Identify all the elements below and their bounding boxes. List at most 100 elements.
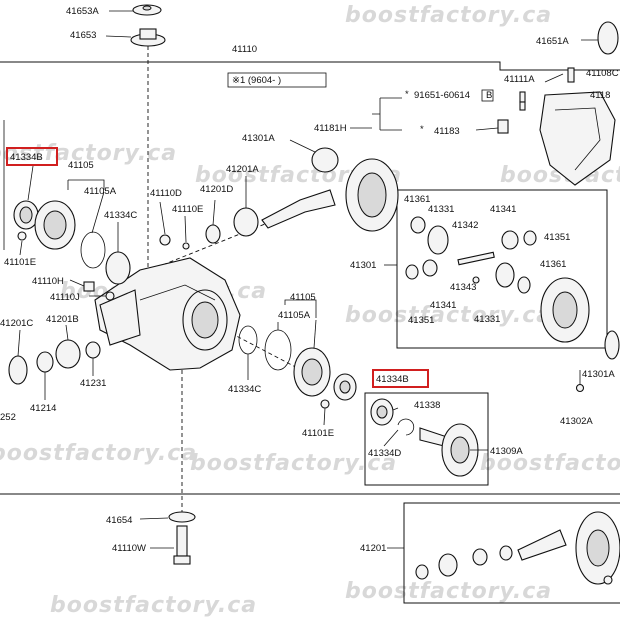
bolt-tag-box <box>481 89 494 102</box>
retainer-bolt-right <box>320 399 330 409</box>
part-label: 41653A <box>66 6 99 17</box>
bearing-41201c <box>8 355 28 385</box>
part-label: 41101E <box>4 257 36 268</box>
part-label: 41301A <box>242 133 275 144</box>
side-gear-shaft-frame <box>364 392 489 486</box>
part-label: 4118 <box>590 90 610 101</box>
leader-line <box>91 191 105 234</box>
bolt-star-mark-lower: * <box>420 124 424 135</box>
part-label: 41343 <box>450 282 476 293</box>
part-label: 41110H <box>32 276 64 287</box>
part-label-highlighted: 41334B <box>10 152 43 163</box>
kit-bearing-a <box>438 553 458 577</box>
pinion-bearing-front <box>233 207 259 237</box>
filler-plug-gasket <box>519 101 526 111</box>
watermark-text: boostfactory.ca <box>0 441 197 466</box>
leader-bracket <box>67 179 105 190</box>
leader-line <box>17 329 21 357</box>
side-gear-41331-lower <box>495 262 515 288</box>
ring-pinion-kit <box>415 511 620 585</box>
differential-internals <box>405 216 620 393</box>
bolt-41110w-head <box>173 555 191 565</box>
leader-line <box>159 201 166 235</box>
pinion-nut-seal <box>311 147 339 173</box>
mount-parts <box>130 4 619 55</box>
o-ring-right <box>264 329 292 371</box>
leader-line <box>212 199 216 226</box>
kit-spacer <box>499 545 513 561</box>
part-label: 41651A <box>536 36 569 47</box>
side-gear-shaft-group <box>370 398 479 477</box>
case-bearing-41301a <box>604 330 620 360</box>
leader-line <box>65 324 69 341</box>
carrier-rib <box>139 284 216 301</box>
adjusting-nut-right <box>238 325 258 355</box>
part-label: 41110J <box>50 292 80 303</box>
part-label: 41101E <box>302 428 334 439</box>
leader-line <box>27 165 34 201</box>
side-gear-41331 <box>427 225 449 255</box>
differential-case-window <box>552 291 578 329</box>
part-label: 41302A <box>560 416 593 427</box>
pinion-shaft-41342 <box>457 251 495 266</box>
part-label: 41105 <box>290 292 316 303</box>
leader-line <box>289 139 316 153</box>
part-label: 41653 <box>70 30 96 41</box>
leader-line <box>544 73 564 83</box>
washer-41654 <box>168 511 196 523</box>
top-note: 41110 ※1 (9604- ) <box>227 44 327 88</box>
bearing-41201b <box>55 339 81 369</box>
left-retainer-group <box>13 200 131 301</box>
cover-mount <box>597 21 619 55</box>
part-label: 41331 <box>428 204 454 215</box>
condition-box <box>227 72 327 88</box>
leader-line <box>184 215 187 243</box>
gasket-41110e <box>182 242 190 250</box>
ring-pinion-frame <box>403 502 620 604</box>
pin-41343 <box>472 276 480 284</box>
part-label: 41341 <box>490 204 516 215</box>
left-bearing-group <box>8 339 101 385</box>
kit-ring-gear-center <box>586 529 610 567</box>
part-label: 41331 <box>474 314 500 325</box>
plug-41110h <box>83 281 95 292</box>
oil-seal-left-inner <box>19 206 33 224</box>
breather-plug <box>567 67 575 83</box>
assembly-frames <box>0 61 620 604</box>
kit-pinion-shaft <box>517 529 567 561</box>
bearing-race-41214 <box>36 351 54 373</box>
retainer-bolt-left <box>17 231 27 241</box>
watermark-text: boostfactory.ca <box>345 579 552 604</box>
bolt-number-label: 91651-60614 <box>414 90 470 101</box>
right-retainer-group <box>238 325 357 409</box>
side-shaft-flange-hub <box>450 436 470 464</box>
oil-seal-right-inner <box>339 380 351 394</box>
drive-pinion-shaft <box>261 189 336 229</box>
pinion-gear-41341-lower <box>422 259 438 277</box>
washer-41361-lower <box>517 276 531 294</box>
filler-plug <box>519 91 526 103</box>
pinion-bearing-spacer <box>205 224 221 244</box>
part-label: 41183 <box>434 126 460 137</box>
part-label: 41351 <box>408 315 434 326</box>
rear-cover-group: 91651-60614 B * * <box>372 67 616 186</box>
part-label: 41201B <box>46 314 79 325</box>
part-label: 41105A <box>278 310 311 321</box>
part-label: 41334C <box>104 210 137 221</box>
part-label: 41105 <box>68 160 94 171</box>
leader-line <box>19 240 23 256</box>
part-label: 41110D <box>150 188 182 199</box>
part-label: 252 <box>0 412 16 423</box>
adjusting-nut-left <box>105 251 131 285</box>
part-label: 41105A <box>84 186 117 197</box>
part-label: 41201 <box>360 543 386 554</box>
highlight-box-left <box>6 147 58 166</box>
leader-line <box>139 517 169 520</box>
label-leaders <box>17 10 598 549</box>
carrier-left-ear <box>99 289 141 346</box>
part-label: 41301 <box>350 260 376 271</box>
mount-cushion-hole <box>142 5 152 11</box>
leader-line <box>383 429 399 447</box>
thrust-washer-41351 <box>523 230 537 246</box>
carrier-housing <box>94 257 241 371</box>
